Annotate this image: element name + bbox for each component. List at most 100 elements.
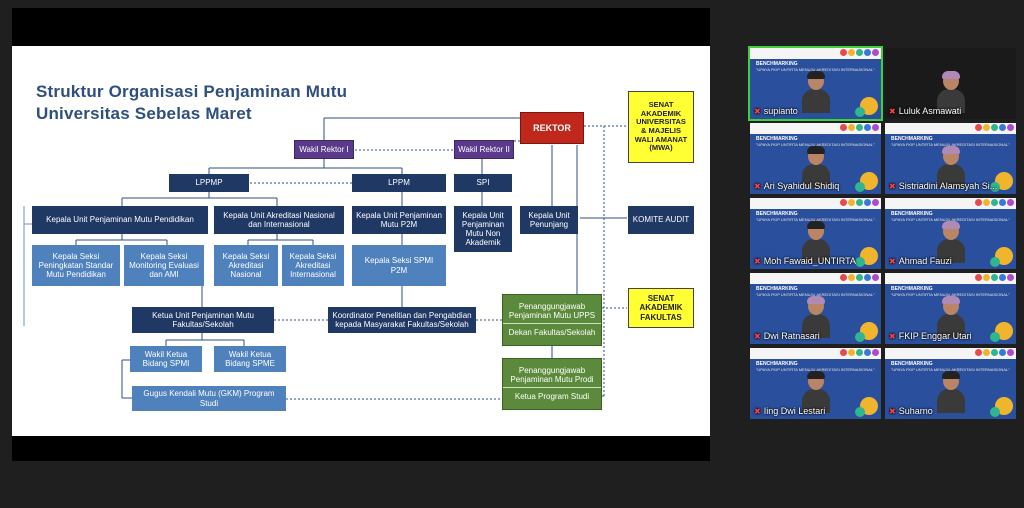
participant-name: ✖Iing Dwi Lestari bbox=[754, 406, 825, 416]
kapu-p2m-box: Kepala Unit Penjaminan Mutu P2M bbox=[352, 206, 446, 234]
participant-video bbox=[801, 371, 830, 413]
wakil-ketua-spme-box: Wakil Ketua Bidang SPME bbox=[214, 346, 286, 372]
logo-dots bbox=[975, 199, 1014, 206]
rektor-box: REKTOR bbox=[520, 112, 584, 144]
torso bbox=[936, 89, 965, 113]
tile-banner-subtitle: "UPAYA FKIP UNTIRTA MENUJU AKREDITASI IN… bbox=[756, 67, 875, 72]
participant-name-label: FKIP Enggar Utari bbox=[898, 331, 972, 341]
tile-banner-subtitle: "UPAYA FKIP UNTIRTA MENUJU AKREDITASI IN… bbox=[756, 217, 875, 222]
dekan-label: Dekan Fakultas/Sekolah bbox=[508, 328, 596, 338]
logo-dots bbox=[840, 49, 879, 56]
participant-name-label: Sistriadini Alamsyah Si... bbox=[898, 181, 998, 191]
tile-banner-subtitle: "UPAYA FKIP UNTIRTA MENUJU AKREDITASI IN… bbox=[756, 292, 875, 297]
participant-tile[interactable]: BENCHMARKING"UPAYA FKIP UNTIRTA MENUJU A… bbox=[750, 348, 881, 419]
mic-muted-icon: ✖ bbox=[754, 182, 761, 191]
participant-name-label: Moh Fawaid_UNTIRTA bbox=[763, 256, 856, 266]
logo-dots bbox=[975, 349, 1014, 356]
participant-tile[interactable]: BENCHMARKING"UPAYA FKIP UNTIRTA MENUJU A… bbox=[885, 198, 1016, 269]
participant-name-label: supianto bbox=[763, 106, 798, 116]
participant-name: ✖Luluk Asmawati bbox=[889, 106, 961, 116]
tile-banner bbox=[885, 123, 1016, 134]
decor-circle bbox=[855, 257, 865, 267]
tile-banner bbox=[885, 273, 1016, 284]
participant-tile[interactable]: ✖Luluk Asmawati bbox=[885, 48, 1016, 119]
participant-tile[interactable]: BENCHMARKING"UPAYA FKIP UNTIRTA MENUJU A… bbox=[750, 198, 881, 269]
participant-tile[interactable]: BENCHMARKING"UPAYA FKIP UNTIRTA MENUJU A… bbox=[885, 123, 1016, 194]
participant-name: ✖Suharno bbox=[889, 406, 933, 416]
participant-tile[interactable]: BENCHMARKING"UPAYA FKIP UNTIRTA MENUJU A… bbox=[748, 46, 883, 121]
participant-name-label: Iing Dwi Lestari bbox=[763, 406, 826, 416]
tile-banner-subtitle: "UPAYA FKIP UNTIRTA MENUJU AKREDITASI IN… bbox=[891, 292, 1010, 297]
logo-dots bbox=[840, 199, 879, 206]
tile-banner-subtitle: "UPAYA FKIP UNTIRTA MENUJU AKREDITASI IN… bbox=[891, 142, 1010, 147]
pj-prodi-box: Penanggungjawab Penjaminan Mutu Prodi Ke… bbox=[502, 358, 602, 410]
logo-dots bbox=[840, 124, 879, 131]
tile-banner-subtitle: "UPAYA FKIP UNTIRTA MENUJU AKREDITASI IN… bbox=[756, 367, 875, 372]
mic-muted-icon: ✖ bbox=[889, 107, 896, 116]
tile-banner bbox=[750, 348, 881, 359]
participant-video bbox=[801, 71, 830, 113]
tile-banner-subtitle: "UPAYA FKIP UNTIRTA MENUJU AKREDITASI IN… bbox=[756, 142, 875, 147]
decor-circle bbox=[990, 332, 1000, 342]
participant-tile[interactable]: BENCHMARKING"UPAYA FKIP UNTIRTA MENUJU A… bbox=[750, 273, 881, 344]
wakil-rektor-2-box: Wakil Rektor II bbox=[454, 140, 514, 159]
torso bbox=[801, 164, 830, 188]
kapu-penunjang-box: Kepala Unit Penunjang bbox=[520, 206, 578, 234]
tile-banner-title: BENCHMARKING bbox=[756, 136, 798, 142]
logo-dots bbox=[840, 274, 879, 281]
participant-gallery: BENCHMARKING"UPAYA FKIP UNTIRTA MENUJU A… bbox=[748, 46, 1016, 420]
mic-muted-icon: ✖ bbox=[889, 407, 896, 416]
logo-dots bbox=[975, 274, 1014, 281]
participant-name-label: Dwi Ratnasari bbox=[763, 331, 820, 341]
torso bbox=[936, 164, 965, 188]
mic-muted-icon: ✖ bbox=[754, 407, 761, 416]
kasi-akreditasi-internasional-box: Kepala Seksi Akreditasi Internasional bbox=[282, 245, 344, 286]
tile-banner-title: BENCHMARKING bbox=[756, 286, 798, 292]
tile-banner-subtitle: "UPAYA FKIP UNTIRTA MENUJU AKREDITASI IN… bbox=[891, 217, 1010, 222]
participant-tile[interactable]: BENCHMARKING"UPAYA FKIP UNTIRTA MENUJU A… bbox=[885, 273, 1016, 344]
mic-muted-icon: ✖ bbox=[889, 182, 896, 191]
komite-audit-box: KOMITE AUDIT bbox=[628, 206, 694, 234]
org-chart-connectors bbox=[23, 117, 627, 400]
participant-name: ✖Ahmad Fauzi bbox=[889, 256, 952, 266]
hair bbox=[806, 296, 825, 304]
tile-banner bbox=[885, 348, 1016, 359]
participant-video bbox=[936, 221, 965, 263]
wakil-rektor-1-box: Wakil Rektor I bbox=[294, 140, 354, 159]
logo-dots bbox=[975, 124, 1014, 131]
participant-video bbox=[936, 371, 965, 413]
gkm-box: Gugus Kendali Mutu (GKM) Program Studi bbox=[132, 386, 286, 411]
mic-muted-icon: ✖ bbox=[754, 107, 761, 116]
participant-video bbox=[801, 146, 830, 188]
torso bbox=[801, 239, 830, 263]
tile-banner-title: BENCHMARKING bbox=[756, 211, 798, 217]
tile-banner-title: BENCHMARKING bbox=[756, 61, 798, 67]
wakil-ketua-spmi-box: Wakil Ketua Bidang SPMI bbox=[130, 346, 202, 372]
kapu-non-akademik-box: Kepala Unit Penjaminan Mutu Non Akademik bbox=[454, 206, 512, 252]
torso bbox=[936, 389, 965, 413]
mic-muted-icon: ✖ bbox=[754, 332, 761, 341]
decor-circle bbox=[855, 407, 865, 417]
tile-banner-title: BENCHMARKING bbox=[756, 361, 798, 367]
tile-banner bbox=[750, 48, 881, 59]
tile-banner-title: BENCHMARKING bbox=[891, 211, 933, 217]
participant-name-label: Ahmad Fauzi bbox=[898, 256, 952, 266]
participant-name: ✖Sistriadini Alamsyah Si... bbox=[889, 181, 997, 191]
tile-banner-title: BENCHMARKING bbox=[891, 286, 933, 292]
logo-dots bbox=[840, 349, 879, 356]
participant-tile[interactable]: BENCHMARKING"UPAYA FKIP UNTIRTA MENUJU A… bbox=[750, 123, 881, 194]
tile-banner bbox=[750, 198, 881, 209]
hair bbox=[941, 71, 960, 79]
mic-muted-icon: ✖ bbox=[889, 257, 896, 266]
tile-banner-subtitle: "UPAYA FKIP UNTIRTA MENUJU AKREDITASI IN… bbox=[891, 367, 1010, 372]
tile-banner bbox=[885, 198, 1016, 209]
kasi-spmi-p2m-box: Kepala Seksi SPMI P2M bbox=[352, 245, 446, 286]
kasi-akreditasi-nasional-box: Kepala Seksi Akreditasi Nasional bbox=[214, 245, 278, 286]
participant-name: ✖supianto bbox=[754, 106, 798, 116]
participant-name: ✖Dwi Ratnasari bbox=[754, 331, 820, 341]
hair bbox=[941, 146, 960, 154]
kasi-monev-box: Kepala Seksi Monitoring Evaluasi dan AMI bbox=[124, 245, 204, 286]
participant-name: ✖Moh Fawaid_UNTIRTA bbox=[754, 256, 856, 266]
participant-tile[interactable]: BENCHMARKING"UPAYA FKIP UNTIRTA MENUJU A… bbox=[885, 348, 1016, 419]
decor-circle bbox=[855, 107, 865, 117]
